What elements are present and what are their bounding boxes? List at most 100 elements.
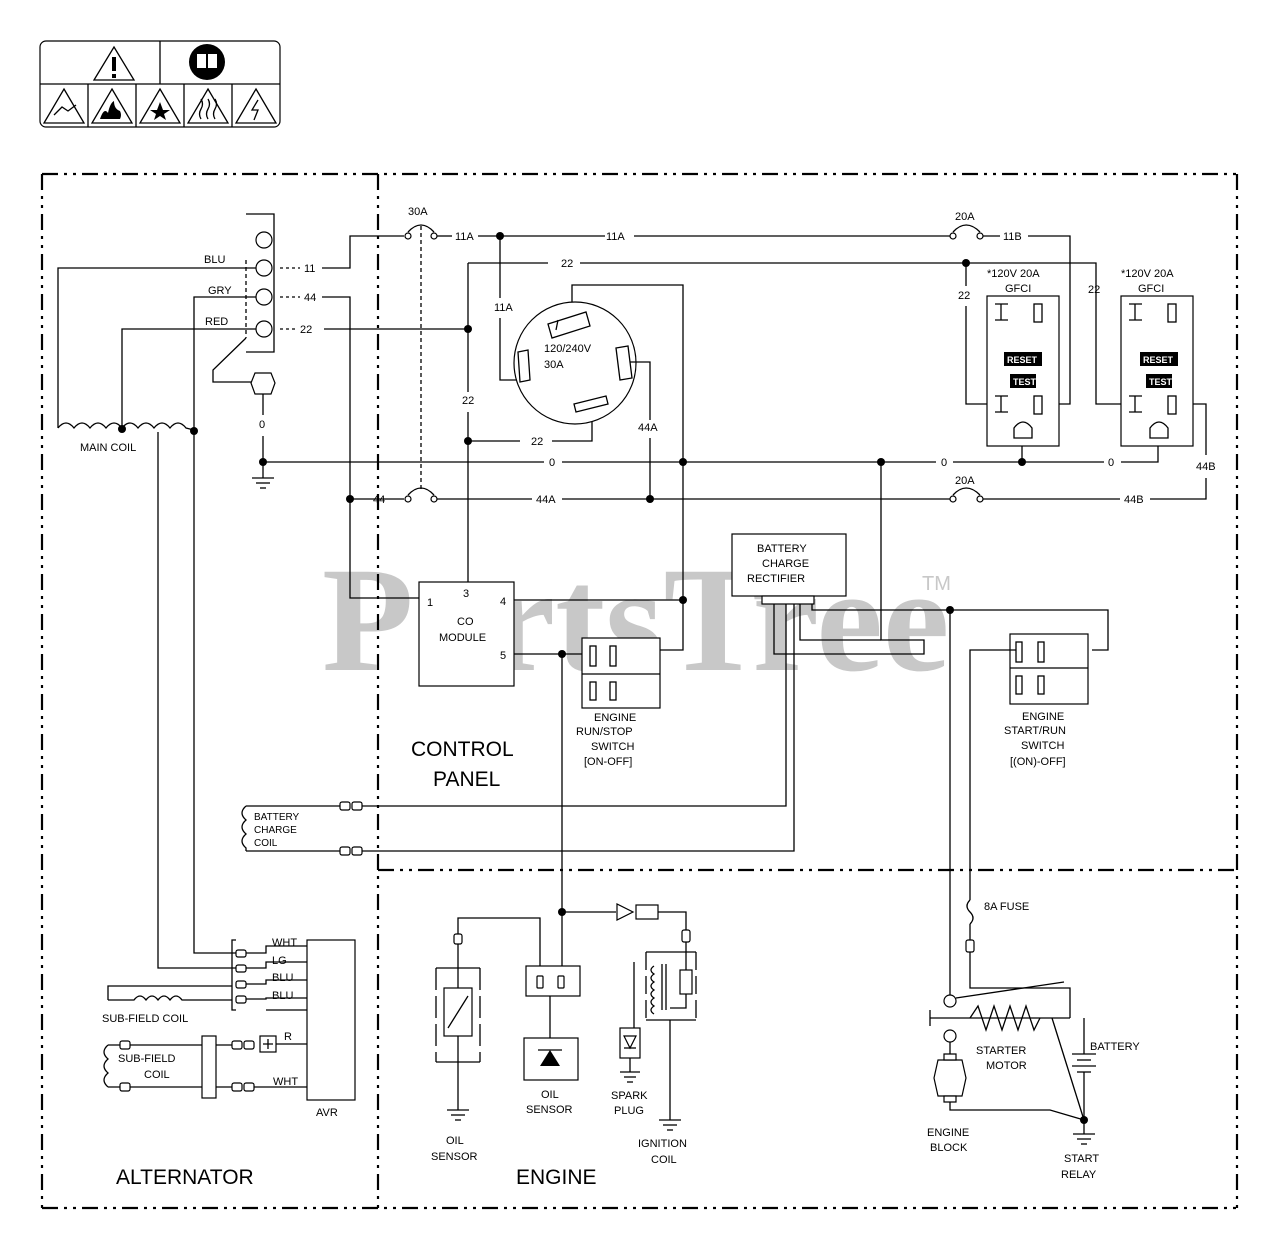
oil-sensor-1-label-line2: SENSOR xyxy=(431,1151,478,1163)
wire-11b-label: 11B xyxy=(1003,231,1022,243)
hot-surface-icon xyxy=(186,87,230,124)
sub-field-coil-top xyxy=(107,985,232,1002)
sub-field-coil-top-label: SUB-FIELD COIL xyxy=(102,1013,188,1025)
wire-44-label: 44 xyxy=(304,292,316,304)
battery-label: BATTERY xyxy=(1090,1041,1140,1053)
gfci1-label-line2: GFCI xyxy=(1005,283,1031,295)
wire-blu-label: BLU xyxy=(204,254,225,266)
gfci2-test: TEST xyxy=(1149,377,1173,387)
oil-sensor-2-label-line2: SENSOR xyxy=(526,1104,573,1116)
gfci2-reset: RESET xyxy=(1143,355,1174,365)
wire-gry-label: GRY xyxy=(208,285,232,297)
wire-44a-label-1: 44A xyxy=(536,494,556,506)
warning-label xyxy=(39,40,281,128)
wire-0-label-2: 0 xyxy=(941,457,947,469)
spark-plug xyxy=(619,1027,641,1083)
gfci-receptacle-2: RESET TEST xyxy=(1120,295,1194,447)
wire-0-label-ground: 0 xyxy=(259,419,265,431)
co-pin-5: 5 xyxy=(500,650,506,662)
avr-label: AVR xyxy=(316,1107,338,1119)
wire-11a-label-1: 11A xyxy=(455,231,474,243)
wire-0-label-3: 0 xyxy=(1108,457,1114,469)
fire-hazard-icon xyxy=(90,87,134,124)
start-relay-label-line1: START xyxy=(1064,1153,1099,1165)
oil-sensor-2-label-line1: OIL xyxy=(541,1089,559,1101)
gfci2-label-line1: *120V 20A xyxy=(1121,268,1174,280)
receptacle-label-line2: 30A xyxy=(544,359,564,371)
starter-motor xyxy=(929,981,1085,1121)
wire-22-label: 22 xyxy=(300,324,312,336)
battery xyxy=(1072,1018,1096,1120)
start-relay xyxy=(1073,1116,1095,1145)
engine-block-label-line2: BLOCK xyxy=(930,1142,968,1154)
battery-coil-label-line2: CHARGE xyxy=(254,825,297,836)
control-panel-label-line2: PANEL xyxy=(433,768,500,791)
wire-22-label-top: 22 xyxy=(561,258,573,270)
gfci1-label-line1: *120V 20A xyxy=(987,268,1040,280)
avr-wire-lg: LG xyxy=(272,955,287,967)
co-pin-4: 4 xyxy=(500,596,506,608)
wire-44-label-2: 44 xyxy=(373,494,385,506)
shock-hazard-icon xyxy=(42,87,86,124)
rectifier-label-line2: CHARGE xyxy=(762,558,809,570)
ignition-coil-label-line1: IGNITION xyxy=(638,1138,687,1150)
rectifier-label-line3: RECTIFIER xyxy=(747,573,805,585)
engine-run-stop-switch xyxy=(581,637,661,709)
run-stop-label-line3: SWITCH xyxy=(591,741,634,753)
sub-field-coil-lower-label-line1: SUB-FIELD xyxy=(118,1053,176,1065)
battery-coil-label-line3: COIL xyxy=(254,838,278,849)
explosion-hazard-icon xyxy=(138,87,182,124)
sub-field-coil-lower-label-line2: COIL xyxy=(144,1069,170,1081)
wire-22-label-vertical: 22 xyxy=(462,395,474,407)
sub-field-coil-lower xyxy=(103,1035,307,1099)
fuse-8a-label: 8A FUSE xyxy=(984,901,1029,913)
warning-triangle-icon xyxy=(92,45,136,81)
wire-22-label-gfci2: 22 xyxy=(1088,284,1100,296)
receptacle-label-line1: 120/240V xyxy=(544,343,592,355)
engine-label: ENGINE xyxy=(516,1166,597,1189)
breaker-20a-gfci2 xyxy=(949,487,984,503)
starter-motor-label-line2: MOTOR xyxy=(986,1060,1027,1072)
engine-start-run-switch xyxy=(1009,633,1089,705)
battery-charge-rectifier xyxy=(731,533,847,605)
control-panel-label-line1: CONTROL xyxy=(411,738,514,761)
wire-44b-label-2: 44B xyxy=(1196,461,1216,473)
run-stop-label-line2: RUN/STOP xyxy=(576,726,633,738)
breaker-20a-gfci1-label: 20A xyxy=(955,211,975,223)
avr-wire-blu-2: BLU xyxy=(272,990,293,1002)
breaker-20a-gfci1 xyxy=(949,224,984,240)
wire-0-label-1: 0 xyxy=(549,457,555,469)
avr-wht-label: WHT xyxy=(273,1076,298,1088)
oil-sensor-1 xyxy=(435,933,481,1121)
start-run-label-line4: [(ON)-OFF] xyxy=(1010,756,1066,768)
start-relay-label-line2: RELAY xyxy=(1061,1169,1097,1181)
breaker-20a-gfci2-label: 20A xyxy=(955,475,975,487)
oil-sensor-1-label-line1: OIL xyxy=(446,1135,464,1147)
start-run-label-line3: SWITCH xyxy=(1021,740,1064,752)
start-run-label-line2: START/RUN xyxy=(1004,725,1066,737)
receptacle-120-240v xyxy=(513,301,637,425)
co-pin-1: 1 xyxy=(427,597,433,609)
avr-wire-wht: WHT xyxy=(272,937,297,949)
terminal-strip xyxy=(245,213,275,353)
wire-44b-label-1: 44B xyxy=(1124,494,1144,506)
co-module xyxy=(418,581,515,687)
gfci2-label-line2: GFCI xyxy=(1138,283,1164,295)
ignition-coil xyxy=(633,929,697,1131)
ignition-coil-label-line2: COIL xyxy=(651,1154,677,1166)
region-borders xyxy=(40,172,1239,1210)
engine-block-label-line1: ENGINE xyxy=(927,1127,969,1139)
gfci-receptacle-1: RESET TEST xyxy=(986,295,1060,447)
battery-charge-coil xyxy=(241,801,363,856)
electric-hazard-icon xyxy=(234,87,278,124)
spark-plug-label-line1: SPARK xyxy=(611,1090,648,1102)
avr xyxy=(231,939,356,1101)
avr-r-label: R xyxy=(284,1031,292,1043)
gfci1-reset: RESET xyxy=(1007,355,1038,365)
ground-bolt xyxy=(250,372,276,489)
co-module-label-line1: CO xyxy=(457,616,474,628)
alternator-label: ALTERNATOR xyxy=(116,1166,254,1189)
wire-44a-label-receptacle: 44A xyxy=(638,422,658,434)
watermark-tm: TM xyxy=(922,573,951,595)
main-coil xyxy=(57,422,198,435)
